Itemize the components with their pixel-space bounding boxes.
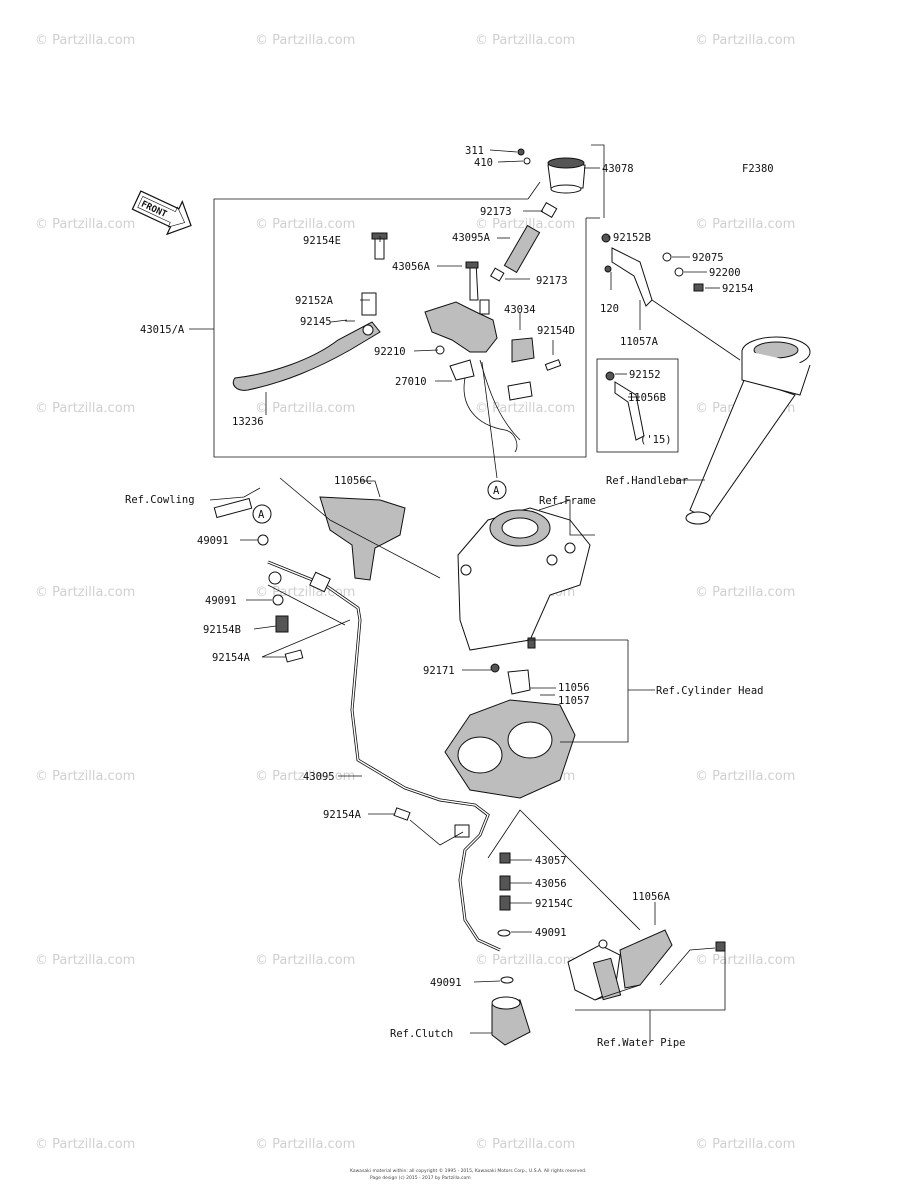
label-92210: 92210	[374, 346, 406, 358]
label-43057: 43057	[535, 855, 567, 867]
callout-a-label: A	[258, 509, 265, 521]
handlebar	[685, 336, 811, 525]
label-ref-frame: Ref.Frame	[539, 495, 596, 507]
watermark: © Partzilla.com	[35, 585, 135, 600]
reservoir-hose	[489, 201, 558, 282]
watermark: © Partzilla.com	[475, 33, 575, 48]
label-92173: 92173	[536, 275, 568, 287]
watermark: © Partzilla.com	[35, 217, 135, 232]
label-92152: 92152	[629, 369, 661, 381]
banjo-parts-upper	[257, 534, 304, 663]
callout-a-label: A	[493, 485, 500, 497]
label-ref-handlebar: Ref.Handlebar	[606, 475, 688, 487]
label-92154c: 92154C	[535, 898, 573, 910]
label-11056b: 11056B	[628, 392, 666, 404]
label-92154a: 92154A	[212, 652, 251, 664]
watermark: © Partzilla.com	[475, 1137, 575, 1152]
watermark: © Partzilla.com	[35, 401, 135, 416]
label-120: 120	[600, 303, 619, 315]
clutch-lever	[232, 292, 381, 391]
bracket-11056c	[213, 496, 406, 581]
label-13236: 13236	[232, 416, 264, 428]
copyright-text: Page design (c) 2015 - 2017 by Partzilla…	[370, 1175, 471, 1181]
figure-code: F2380	[742, 163, 774, 175]
label-92171: 92171	[423, 665, 455, 677]
label-49091: 49091	[535, 927, 567, 939]
label-ref-cylinder-head: Ref.Cylinder Head	[656, 685, 763, 697]
front-arrow-icon: FRONT	[131, 190, 192, 236]
bracket-11056a	[567, 929, 726, 1001]
label-ref-cowling: Ref.Cowling	[125, 494, 195, 506]
label-311: 311	[465, 145, 484, 157]
watermark: © Partzilla.com	[475, 401, 575, 416]
label-92200: 92200	[709, 267, 741, 279]
label-11056a: 11056A	[632, 891, 671, 903]
master-cylinder-group-box	[213, 198, 587, 458]
handlebar-bracket-parts	[601, 233, 704, 441]
watermark: © Partzilla.com	[475, 217, 575, 232]
label-43034: 43034	[504, 304, 536, 316]
label-92173: 92173	[480, 206, 512, 218]
screw-92154d	[544, 359, 562, 371]
watermark: © Partzilla.com	[255, 33, 355, 48]
watermark: © Partzilla.com	[695, 769, 795, 784]
label-43095: 43095	[303, 771, 335, 783]
label-49091: 49091	[205, 595, 237, 607]
label-49091: 49091	[197, 535, 229, 547]
label-15: ('15)	[640, 434, 672, 446]
watermark: © Partzilla.com	[695, 585, 795, 600]
reservoir	[517, 148, 586, 194]
watermark: © Partzilla.com	[695, 217, 795, 232]
watermark: © Partzilla.com	[35, 1137, 135, 1152]
clutch-pipe	[267, 560, 501, 952]
part-labels: 311 410 43078 92173 43095A 92154E 43056A…	[125, 145, 763, 1049]
label-92154d: 92154D	[537, 325, 575, 337]
label-92152a: 92152A	[295, 295, 334, 307]
watermark: © Partzilla.com	[475, 953, 575, 968]
label-43056a: 43056A	[392, 261, 431, 273]
clutch-slave-cylinder	[491, 996, 531, 1046]
watermark: © Partzilla.com	[255, 217, 355, 232]
banjo-parts-lower	[393, 807, 514, 984]
label-92154e: 92154E	[303, 235, 341, 247]
label-43015a: 43015/A	[140, 324, 185, 336]
label-92075: 92075	[692, 252, 724, 264]
label-410: 410	[474, 157, 493, 169]
label-92154: 92154	[722, 283, 754, 295]
label-92152b: 92152B	[613, 232, 651, 244]
watermark: © Partzilla.com	[255, 1137, 355, 1152]
copyright-text: Kawasaki material within: all copyright …	[350, 1167, 586, 1174]
label-92154a: 92154A	[323, 809, 362, 821]
label-43078: 43078	[602, 163, 634, 175]
watermark: © Partzilla.com	[255, 585, 355, 600]
label-11056c: 11056C	[334, 475, 372, 487]
label-11057a: 11057A	[620, 336, 659, 348]
watermark: © Partzilla.com	[255, 401, 355, 416]
label-11056: 11056	[558, 682, 590, 694]
watermark: © Partzilla.com	[35, 769, 135, 784]
frame	[457, 507, 591, 651]
watermark: © Partzilla.com	[35, 33, 135, 48]
label-27010: 27010	[395, 376, 427, 388]
cylinder-head	[444, 637, 576, 799]
label-ref-water-pipe: Ref.Water Pipe	[597, 1037, 686, 1049]
callout-a	[252, 480, 507, 524]
watermark: © Partzilla.com	[255, 769, 355, 784]
master-cylinder	[371, 232, 535, 363]
watermark: © Partzilla.com	[35, 953, 135, 968]
leader-lines	[189, 149, 741, 1040]
variant-15-box	[596, 358, 679, 453]
label-11057: 11057	[558, 695, 590, 707]
watermark: © Partzilla.com	[695, 1137, 795, 1152]
watermark: © Partzilla.com	[255, 953, 355, 968]
watermark: © Partzilla.com	[695, 33, 795, 48]
label-49091: 49091	[430, 977, 462, 989]
label-43095a: 43095A	[452, 232, 491, 244]
label-92145: 92145	[300, 316, 332, 328]
watermark: © Partzilla.com	[695, 953, 795, 968]
label-92154b: 92154B	[203, 624, 241, 636]
label-ref-clutch: Ref.Clutch	[390, 1028, 453, 1040]
label-43056: 43056	[535, 878, 567, 890]
